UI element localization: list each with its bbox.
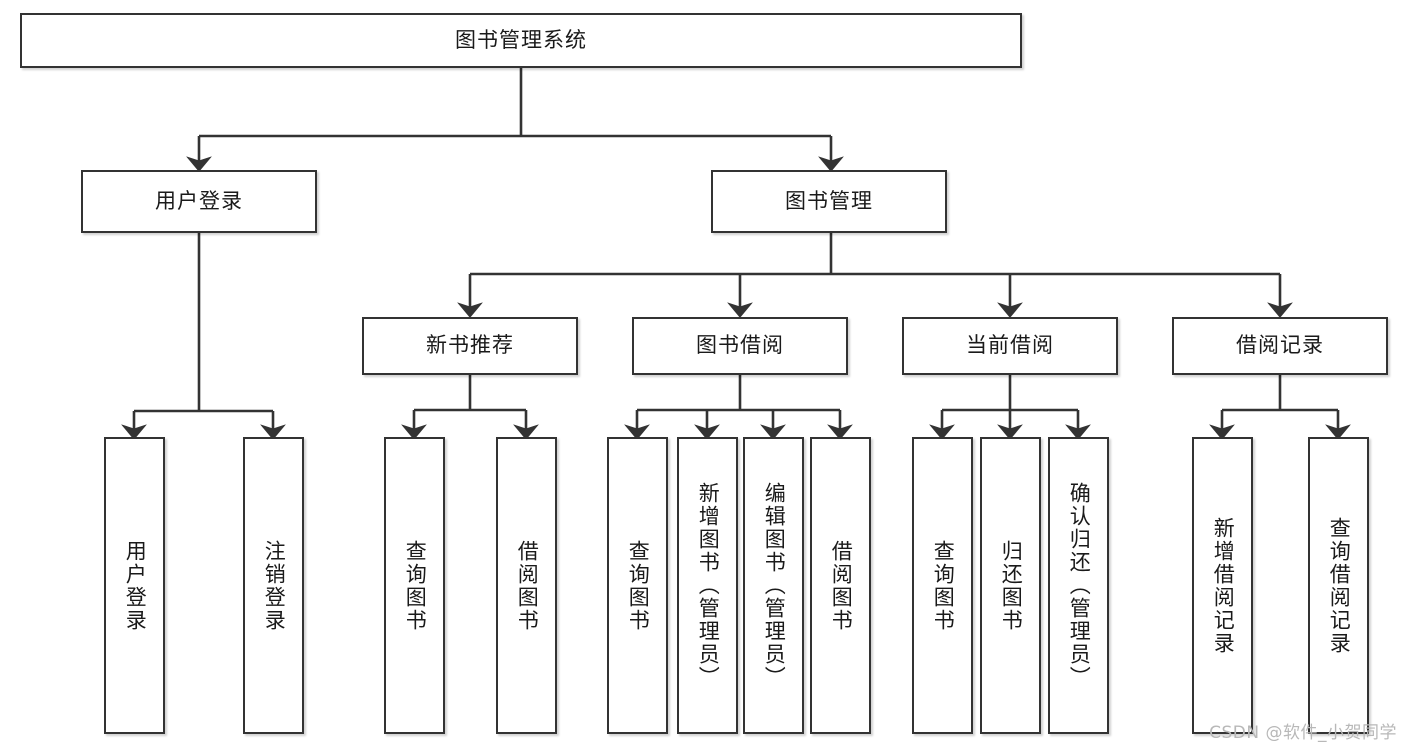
leaf-book-borrow-0[interactable]: 查询图书 <box>607 437 668 734</box>
leaf-label: 查询借阅记录 <box>1327 516 1352 655</box>
leaf-label: 注销登录 <box>262 539 287 632</box>
leaf-borrow-record-1[interactable]: 查询借阅记录 <box>1308 437 1369 734</box>
leaf-label: 借阅图书 <box>829 539 854 632</box>
node-current-borrow[interactable]: 当前借阅 <box>902 317 1118 375</box>
node-root-label: 图书管理系统 <box>455 27 587 52</box>
leaf-user-login-0[interactable]: 用户登录 <box>104 437 165 734</box>
node-book-borrow[interactable]: 图书借阅 <box>632 317 848 375</box>
node-root[interactable]: 图书管理系统 <box>20 13 1022 68</box>
node-current-borrow-label: 当前借阅 <box>966 333 1054 358</box>
leaf-label: 查询图书 <box>403 539 428 632</box>
leaf-new-book-rec-0[interactable]: 查询图书 <box>384 437 445 734</box>
leaf-label: 确认归还（管理员） <box>1067 482 1092 689</box>
leaf-current-borrow-1[interactable]: 归还图书 <box>980 437 1041 734</box>
node-book-borrow-label: 图书借阅 <box>696 333 784 358</box>
leaf-user-login-1[interactable]: 注销登录 <box>243 437 304 734</box>
watermark: CSDN @软件_小贺同学 <box>1209 723 1397 743</box>
leaf-book-borrow-2[interactable]: 编辑图书（管理员） <box>743 437 804 734</box>
leaf-new-book-rec-1[interactable]: 借阅图书 <box>496 437 557 734</box>
node-book-manage-label: 图书管理 <box>785 188 873 213</box>
node-user-login-label: 用户登录 <box>155 188 243 213</box>
node-book-manage[interactable]: 图书管理 <box>711 170 947 233</box>
leaf-book-borrow-1[interactable]: 新增图书（管理员） <box>677 437 738 734</box>
leaf-borrow-record-0[interactable]: 新增借阅记录 <box>1192 437 1253 734</box>
node-borrow-record-label: 借阅记录 <box>1236 333 1324 358</box>
node-borrow-record[interactable]: 借阅记录 <box>1172 317 1388 375</box>
leaf-label: 新增借阅记录 <box>1211 516 1236 655</box>
leaf-book-borrow-3[interactable]: 借阅图书 <box>810 437 871 734</box>
leaf-label: 查询图书 <box>626 539 651 632</box>
leaf-label: 用户登录 <box>123 539 148 632</box>
leaf-label: 编辑图书（管理员） <box>762 482 787 689</box>
leaf-label: 归还图书 <box>999 539 1024 632</box>
leaf-current-borrow-0[interactable]: 查询图书 <box>912 437 973 734</box>
leaf-current-borrow-2[interactable]: 确认归还（管理员） <box>1048 437 1109 734</box>
node-new-book-rec-label: 新书推荐 <box>426 333 514 358</box>
leaf-label: 借阅图书 <box>515 539 540 632</box>
node-user-login[interactable]: 用户登录 <box>81 170 317 233</box>
leaf-label: 查询图书 <box>931 539 956 632</box>
node-new-book-rec[interactable]: 新书推荐 <box>362 317 578 375</box>
leaf-label: 新增图书（管理员） <box>696 482 721 689</box>
